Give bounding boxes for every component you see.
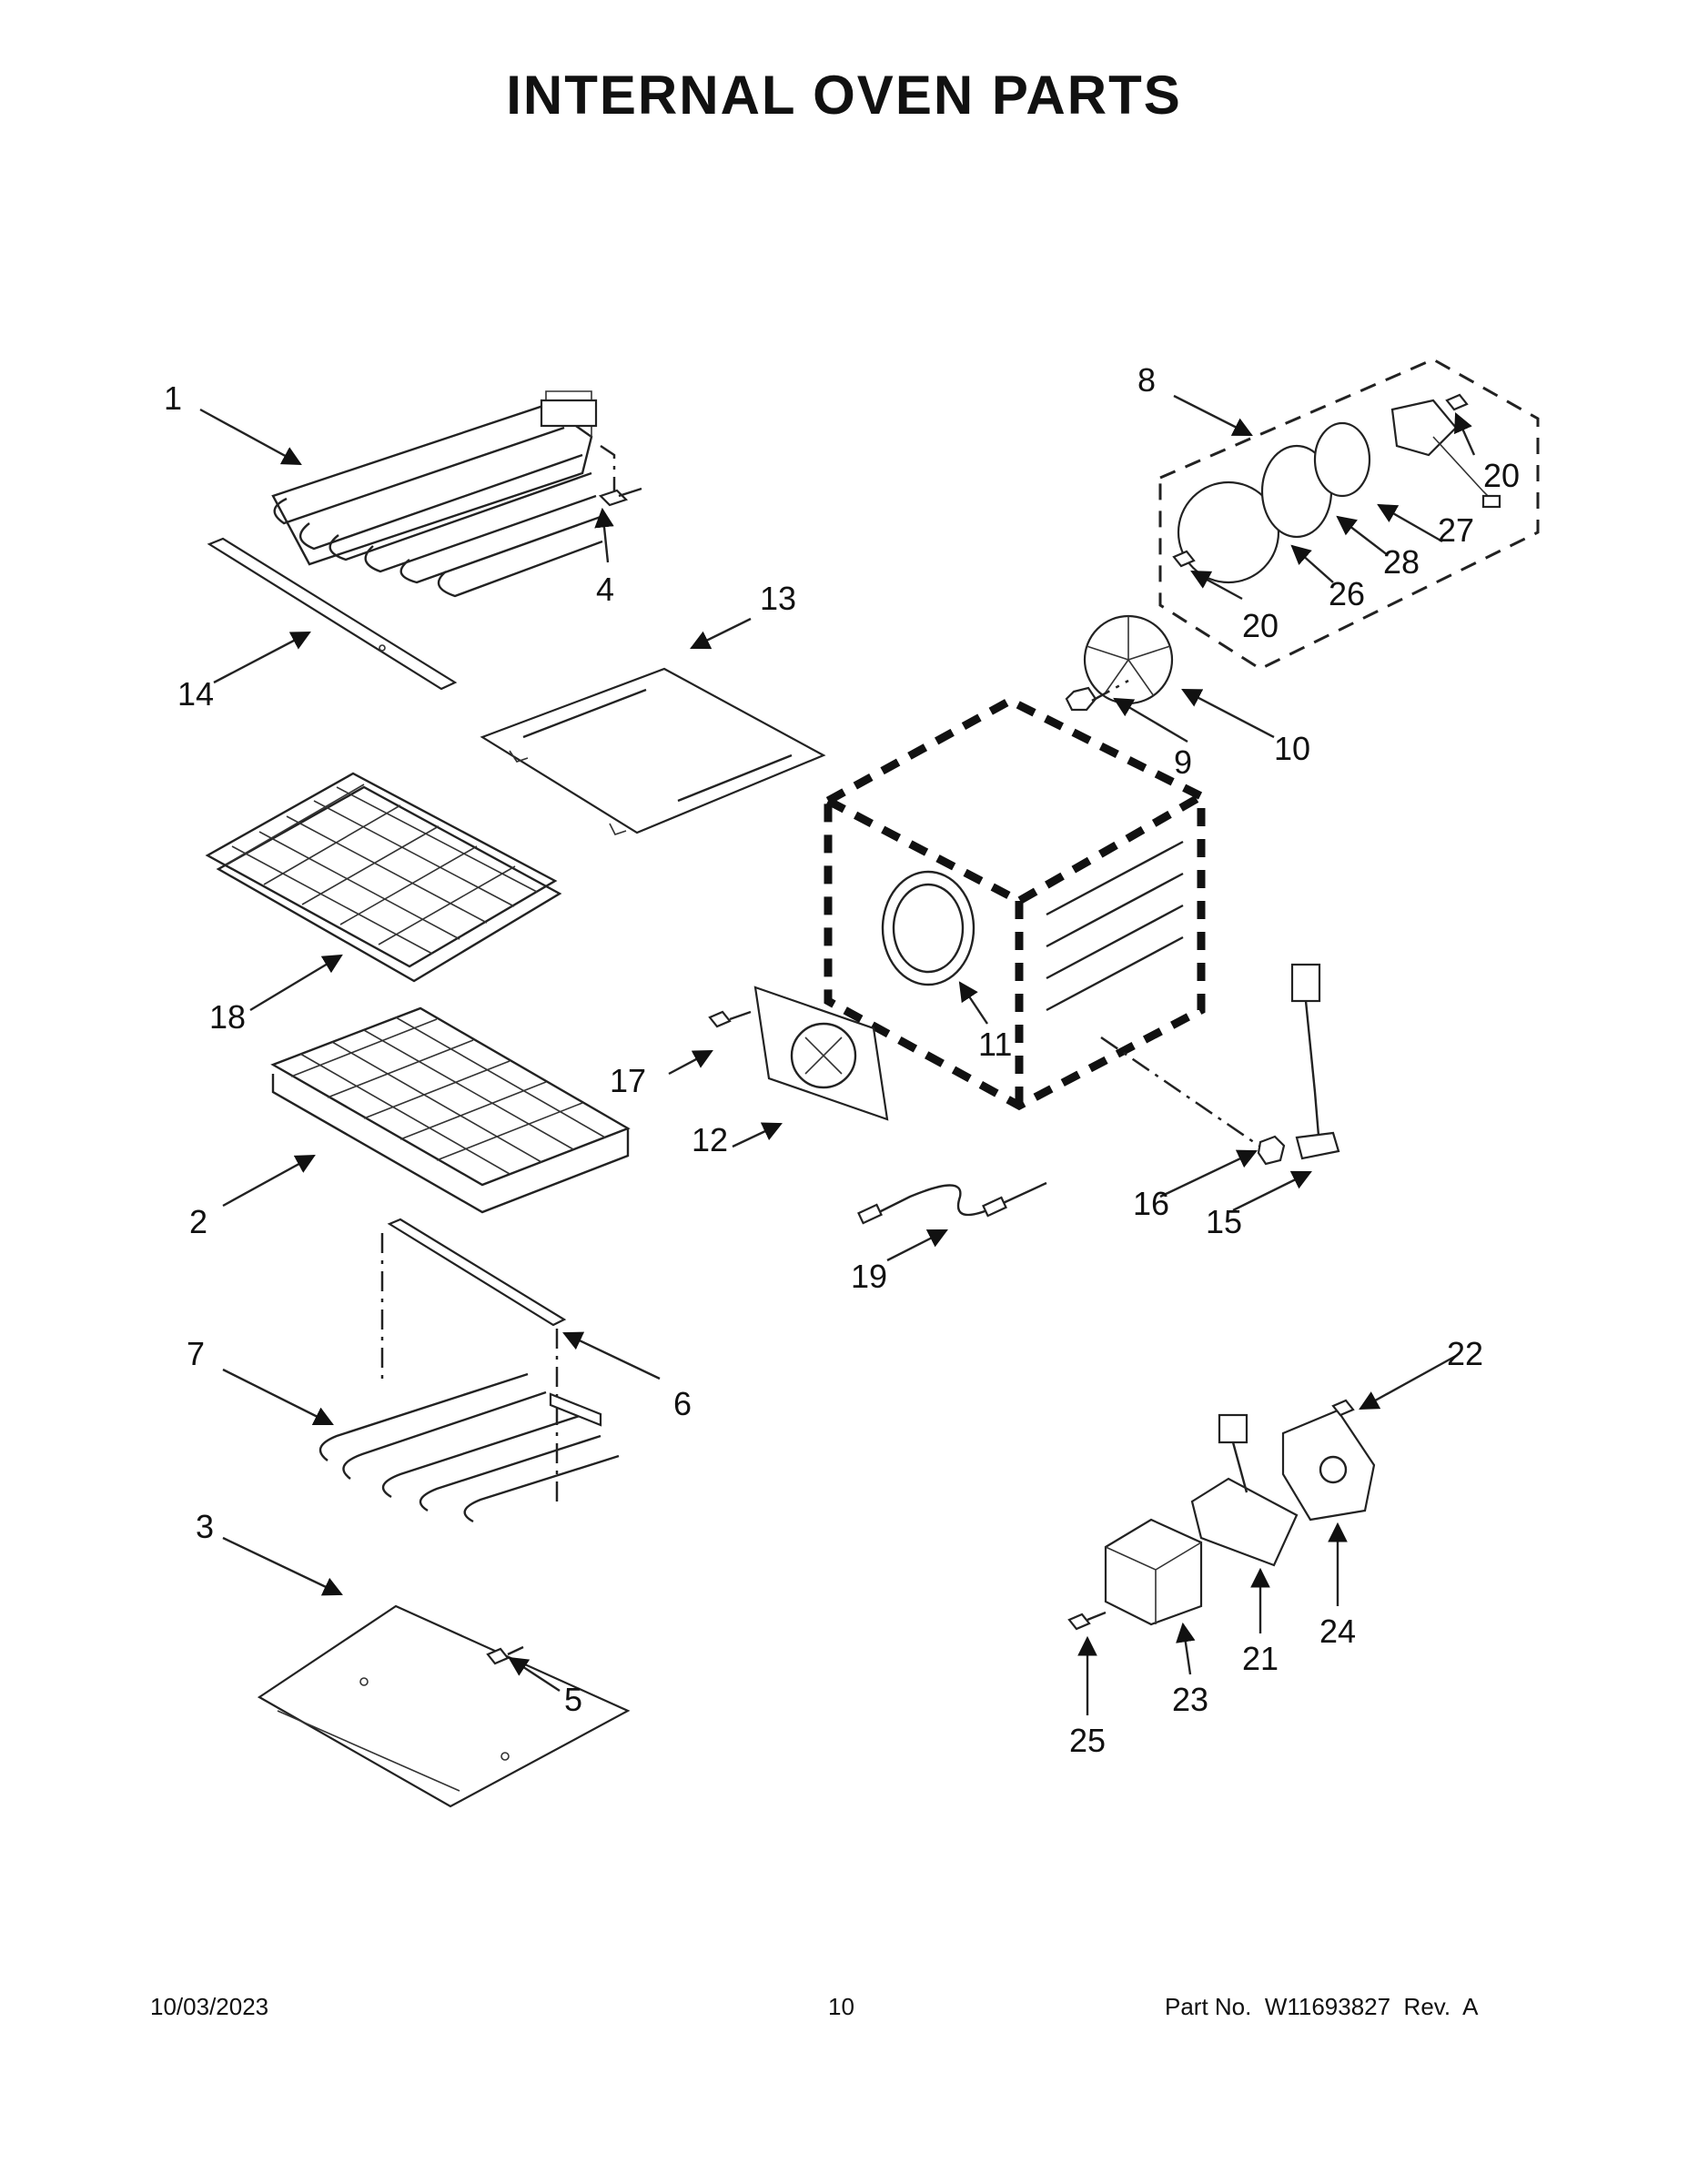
footer-part-number: Part No. W11693827 Rev. A [1165, 1993, 1479, 2020]
callout-18: 18 [209, 998, 246, 1036]
oven-cavity [824, 695, 1206, 1111]
callout-28: 28 [1383, 543, 1420, 581]
bake-element [318, 1218, 620, 1523]
broil-element [271, 390, 616, 598]
probe-19 [857, 1181, 1047, 1225]
callout-17: 17 [610, 1062, 646, 1099]
callout-14: 14 [177, 675, 214, 713]
screw-17 [708, 1010, 752, 1028]
page-title: INTERNAL OVEN PARTS [506, 65, 1182, 126]
panel-13 [480, 667, 826, 835]
convection-motor-assembly [1158, 358, 1540, 671]
callout-20-top: 20 [1483, 457, 1520, 494]
callout-4: 4 [596, 571, 614, 608]
callout-3: 3 [196, 1508, 214, 1545]
callout-7: 7 [187, 1335, 205, 1372]
callout-8: 8 [1137, 361, 1156, 399]
callout-5: 5 [564, 1681, 582, 1718]
terminal-block-21 [1190, 1413, 1299, 1567]
callout-19: 19 [851, 1258, 887, 1295]
callout-12: 12 [692, 1121, 728, 1158]
screw-25 [1067, 1611, 1107, 1631]
callout-22: 22 [1447, 1335, 1483, 1372]
rack-2 [270, 1006, 631, 1214]
callout-27: 27 [1438, 511, 1474, 549]
nut-16 [1257, 1135, 1286, 1166]
footer-page-number: 10 [828, 1993, 854, 2020]
footer-date: 10/03/2023 [150, 1993, 269, 2020]
callout-13: 13 [760, 580, 796, 617]
screw-20-bottom [1172, 550, 1196, 568]
rail-14 [207, 537, 458, 691]
callout-10: 10 [1274, 730, 1310, 767]
callout-2: 2 [189, 1203, 207, 1240]
sensor-15 [1290, 963, 1340, 1160]
screw-22 [1331, 1399, 1355, 1417]
callout-6: 6 [673, 1385, 692, 1422]
callout-11: 11 [978, 1026, 1012, 1063]
callout-23: 23 [1172, 1681, 1208, 1718]
panel-3 [257, 1604, 631, 1808]
callout-24: 24 [1319, 1613, 1356, 1650]
callout-1: 1 [164, 379, 182, 417]
cover-23 [1104, 1518, 1203, 1626]
callout-25: 25 [1069, 1722, 1106, 1759]
callout-21: 21 [1242, 1640, 1279, 1677]
callout-labels: 1 2 3 4 5 6 7 8 9 10 11 12 13 14 15 16 1… [164, 361, 1520, 1759]
fan-cover-12 [753, 986, 889, 1121]
callout-20-bottom: 20 [1242, 607, 1279, 644]
rack-18 [205, 772, 562, 983]
callout-26: 26 [1329, 575, 1365, 612]
callout-15: 15 [1206, 1203, 1242, 1240]
nut-9 [1065, 686, 1097, 712]
screw-20-top [1445, 393, 1469, 411]
callout-9: 9 [1174, 743, 1192, 781]
fan-blade-10 [1083, 614, 1174, 705]
leader-lines [199, 394, 1476, 1715]
screw-4 [598, 487, 642, 507]
callout-16: 16 [1133, 1185, 1169, 1222]
bracket-24 [1281, 1409, 1376, 1522]
screw-5 [486, 1645, 524, 1665]
